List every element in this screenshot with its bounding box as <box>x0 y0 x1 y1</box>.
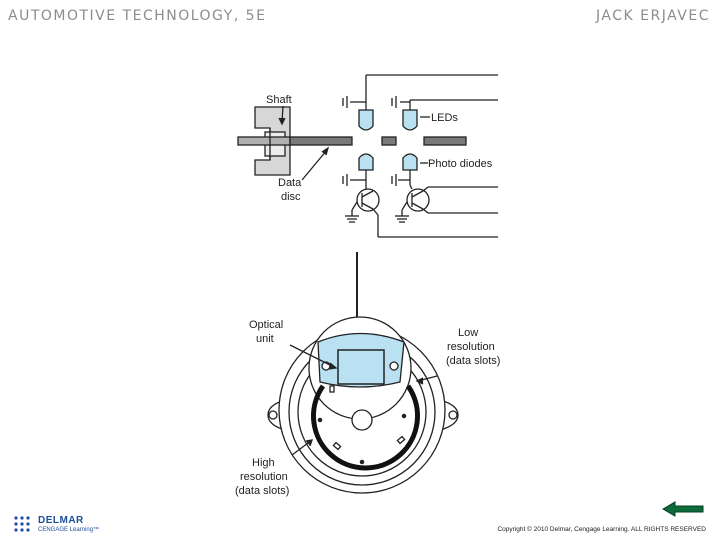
optical-unit <box>337 349 385 385</box>
data-disc <box>289 136 353 146</box>
label-data-disc: disc <box>281 191 301 203</box>
led <box>358 109 374 131</box>
label-data-disc: Data <box>278 177 302 189</box>
publisher-logo: DELMAR CENGAGE Learning™ <box>12 514 99 534</box>
photo-diode <box>358 153 374 171</box>
header-title: AUTOMOTIVE TECHNOLOGY, 5E <box>8 8 267 24</box>
transistor <box>406 188 430 212</box>
label-low-resolution: resolution <box>447 341 495 353</box>
label-low-resolution: (data slots) <box>446 355 500 367</box>
label-high-resolution: High <box>252 457 275 469</box>
label-shaft: Shaft <box>266 94 292 106</box>
brand-subtitle: CENGAGE Learning™ <box>38 526 100 533</box>
transistor <box>356 188 380 212</box>
label-high-resolution: resolution <box>240 471 288 483</box>
hub <box>351 409 373 431</box>
label-photo-diodes: Photo diodes <box>428 158 493 170</box>
high-resolution-ring <box>311 384 420 471</box>
label-optical-unit: Optical <box>249 319 283 331</box>
label-low-resolution: Low <box>458 327 478 339</box>
photo-diode <box>402 153 418 171</box>
label-leds: LEDs <box>431 112 458 124</box>
label-optical-unit: unit <box>256 333 274 345</box>
label-high-resolution: (data slots) <box>235 485 289 497</box>
brand-name: DELMAR <box>38 514 84 526</box>
led <box>402 109 418 131</box>
shaft <box>237 106 291 176</box>
data-disc-segment <box>423 136 467 146</box>
back-arrow-icon[interactable] <box>661 500 705 518</box>
data-disc-segment <box>381 136 397 146</box>
delmar-logo-icon <box>14 516 30 532</box>
copyright-text: Copyright © 2010 Delmar, Cengage Learnin… <box>497 526 706 533</box>
header-author: JACK ERJAVEC <box>596 8 710 24</box>
